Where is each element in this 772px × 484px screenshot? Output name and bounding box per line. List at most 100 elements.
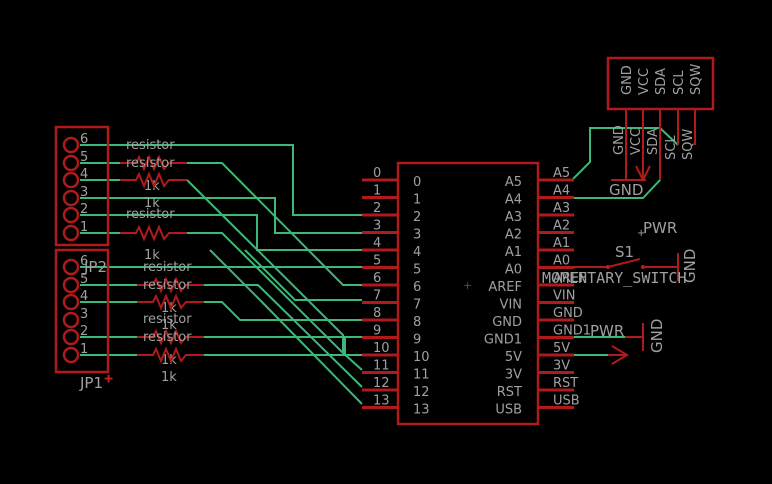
mcu-pin-inner-label: A1 — [505, 245, 522, 260]
jp1-pin-label: 4 — [80, 289, 88, 304]
mcu-pin-inner-label: VIN — [500, 298, 522, 313]
mcu-pin-outer-label: 0 — [373, 166, 381, 181]
wire-jp2-6-d2[interactable] — [80, 144, 362, 216]
wire-r5-d8[interactable] — [204, 301, 362, 321]
header-jp2[interactable]: 6 5 4 3 2 1 — [54, 125, 110, 247]
rtc-pin-inner-label: VCC — [637, 68, 652, 95]
jp2-pin-label: 1 — [80, 220, 88, 235]
resistor-r6[interactable]: resistor 1k — [137, 312, 204, 368]
pwr-cross: + — [637, 228, 645, 239]
rtc-pin-inner-label: GND — [620, 65, 635, 95]
jp2-body — [54, 125, 110, 247]
momentary-switch[interactable]: S1 MOMENTARY_SWITCH GND PWR + — [542, 219, 699, 287]
mcu-pin-inner-label: GND1 — [484, 333, 522, 348]
mcu-pin-outer-label: 5V — [553, 341, 570, 356]
rtc-pin-outer-label: GND — [612, 125, 627, 155]
wire-jp2-2-d4[interactable] — [80, 214, 362, 251]
resistor-r2[interactable]: resistor 1k — [120, 156, 187, 211]
jp2-pin-5[interactable] — [62, 154, 80, 172]
power-gnd-symbols[interactable]: PWR GND — [590, 319, 666, 365]
wire-a5-rtc[interactable] — [571, 127, 679, 181]
resistor-name: resistor — [126, 156, 175, 171]
wire-r4-d11[interactable] — [204, 284, 363, 388]
mcu-pin-outer-label: VIN — [553, 289, 575, 304]
mcu-pin-outer-label: 8 — [373, 306, 381, 321]
mcu-pin-outer-label: 11 — [373, 359, 390, 374]
mcu-pin-outer-label: USB — [553, 394, 580, 409]
mcu-pin-inner-label: GND — [492, 315, 522, 330]
mcu-pin-inner-label: 2 — [413, 210, 421, 225]
switch-value: MOMENTARY_SWITCH — [542, 269, 687, 287]
mcu-pin-inner-label: 9 — [413, 333, 421, 348]
mcu-pin-inner-label: 1 — [413, 193, 421, 208]
wire-jp2-3-d3[interactable] — [80, 197, 362, 234]
jp1-pin-label: 2 — [80, 324, 88, 339]
mcu-pin-outer-label: GND1 — [553, 324, 591, 339]
mcu-pin-inner-label: 3 — [413, 228, 421, 243]
mcu-pin-inner-label: 12 — [413, 385, 430, 400]
wire-diag-d12[interactable] — [259, 299, 363, 405]
jp1-pin-5[interactable] — [62, 276, 80, 294]
jp1-pin-6[interactable] — [62, 258, 80, 276]
gnd-symbol-rtc[interactable]: GND — [609, 165, 651, 199]
mcu-pin-outer-label: A2 — [553, 219, 570, 234]
resistor-r3[interactable]: resistor 1k — [120, 207, 187, 263]
jp2-pin-2[interactable] — [62, 206, 80, 224]
wire-diag-d7[interactable] — [209, 249, 261, 301]
mcu-pin-inner-label: A0 — [505, 263, 522, 278]
jp1-pin-4[interactable] — [62, 293, 80, 311]
mcu-pin-outer-label: RST — [553, 376, 578, 391]
mcu-pin-outer-label: 10 — [373, 341, 390, 356]
mcu-pin-inner-label: 5V — [505, 350, 522, 365]
mcu-pin-outer-label: A3 — [553, 201, 570, 216]
mcu-pin-inner-label: 8 — [413, 315, 421, 330]
resistor-r5[interactable]: resistor 1k — [137, 278, 204, 333]
resistor-name: resistor — [143, 260, 192, 275]
jp2-pin-label: 3 — [80, 185, 88, 200]
mcu-pin-outer-label: 12 — [373, 376, 390, 391]
jp1-pin-1[interactable] — [62, 346, 80, 364]
rtc-pin-inner-label: SCL — [672, 70, 687, 95]
mcu-pin-outer-label: 4 — [373, 236, 381, 251]
mcu-pin-outer-label: 9 — [373, 324, 381, 339]
mcu-pin-inner-label: A3 — [505, 210, 522, 225]
jp1-pin-label: 1 — [80, 342, 88, 357]
wire-r3-d12[interactable] — [187, 232, 363, 371]
wire-diag-d6[interactable] — [244, 249, 362, 301]
jp2-pin-4[interactable] — [62, 171, 80, 189]
mcu-pin-inner-label: A2 — [505, 228, 522, 243]
resistor-value: 1k — [144, 248, 160, 263]
mcu-pin-inner-label: 0 — [413, 175, 421, 190]
resistor-r7[interactable]: resistor 1k — [137, 330, 204, 385]
mcu-right-pins: A5A5A4A4A3A3A2A2A1A1A0A0AREFAREFVINVINGN… — [484, 166, 591, 418]
jp1-pin-3[interactable] — [62, 311, 80, 329]
wire-r1-d7[interactable] — [187, 162, 362, 286]
wire-r2-d11[interactable] — [186, 179, 344, 352]
mcu-pin-outer-label: GND — [553, 306, 583, 321]
header-jp1[interactable]: 6 5 4 3 2 1 JP2 JP1 + — [54, 248, 114, 392]
jp1-pin-label: 3 — [80, 307, 88, 322]
origin-cross: + — [104, 372, 113, 385]
mcu-pin-inner-label: 13 — [413, 403, 430, 418]
jp2-pin-3[interactable] — [62, 189, 80, 207]
jp2-name: JP2 — [83, 258, 107, 276]
switch-name: S1 — [615, 243, 634, 261]
mcu-pin-inner-label: AREF — [488, 280, 522, 295]
mcu-pin-outer-label: A4 — [553, 184, 570, 199]
resistor-name: resistor — [143, 312, 192, 327]
resistors: resistor 1k resistor 1k resistor 1k resi… — [120, 138, 204, 385]
jp2-pin-1[interactable] — [62, 224, 80, 242]
jp2-pin-label: 5 — [80, 150, 88, 165]
jp1-pin-2[interactable] — [62, 328, 80, 346]
jp2-pin-label: 4 — [80, 167, 88, 182]
resistor-name: resistor — [126, 138, 175, 153]
jp2-pin-6[interactable] — [62, 136, 80, 154]
mcu-pin-inner-label: 10 — [413, 350, 430, 365]
resistor-name: resistor — [143, 278, 192, 293]
rtc-pin-outer-label: SQW — [681, 129, 696, 160]
mcu-body — [396, 161, 540, 426]
